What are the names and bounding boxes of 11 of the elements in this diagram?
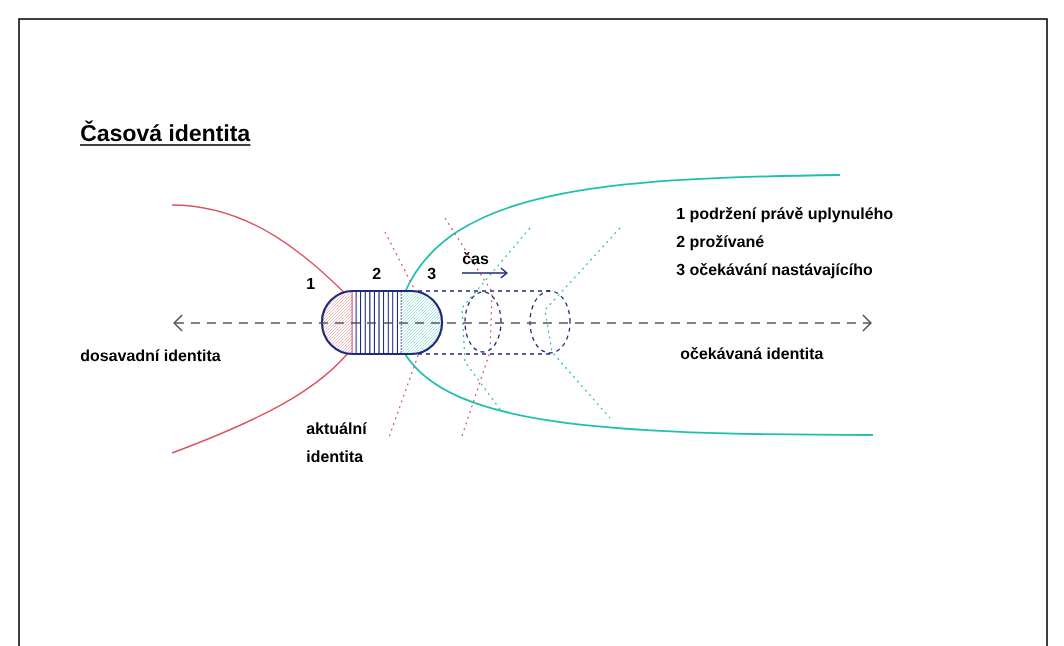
callout-number: 3	[427, 267, 436, 280]
legend-entry: 3 očekávání nastávajícího	[676, 263, 873, 279]
axis-label: aktuální identita	[306, 422, 368, 463]
legend-entry: 2 prožívané	[676, 235, 764, 251]
title: Časová identita	[79, 120, 252, 146]
callout-number: 1	[307, 278, 315, 289]
axis-label: dosavadní identita	[80, 349, 221, 362]
legend-entry: 1 podržení právě uplynulého	[677, 207, 893, 223]
axis-label: očekávaná identita	[680, 347, 824, 360]
callout-number: 2	[372, 267, 381, 279]
axis-label: čas	[462, 252, 489, 265]
